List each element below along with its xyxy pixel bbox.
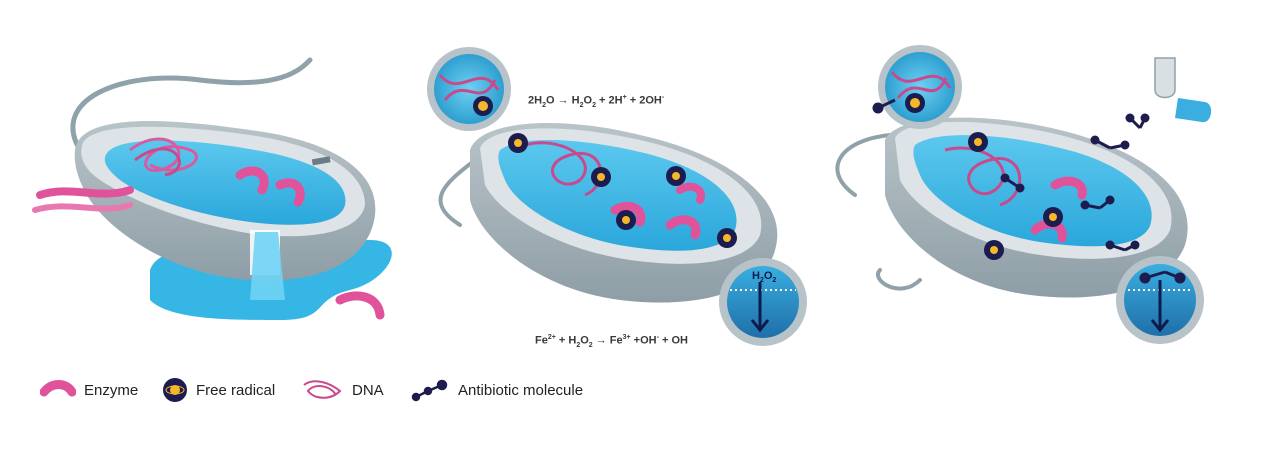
free-radical — [508, 133, 528, 153]
enzyme — [340, 296, 380, 315]
legend-free-radical: Free radical — [162, 376, 275, 404]
legend-enzyme: Enzyme — [40, 376, 138, 404]
flagellum — [441, 160, 475, 225]
enzyme — [35, 205, 130, 210]
membrane-inset — [1116, 256, 1204, 344]
inset-label-h2o2: H2O2 — [752, 270, 776, 284]
capsule-icon — [1155, 58, 1211, 122]
antibiotic-molecule — [1127, 115, 1148, 128]
antibiotic-molecule-icon — [410, 377, 450, 403]
enzyme — [40, 190, 130, 195]
equation-water: 2H2O → H2O2 + 2H+ + 2OH- — [528, 94, 664, 109]
legend-label: Antibiotic molecule — [458, 382, 583, 399]
equation-fenton: Fe2+ + H2O2 → Fe3+ +OH- + OH — [535, 334, 688, 349]
flagellum — [837, 135, 890, 195]
legend-dna: DNA — [300, 376, 384, 404]
dna-damage-inset — [427, 47, 511, 131]
free-radical — [1043, 207, 1063, 227]
free-radical — [591, 167, 611, 187]
dna-icon — [300, 377, 344, 403]
enzyme-icon — [40, 378, 76, 402]
dna-damage-inset — [874, 45, 962, 129]
free-radical — [717, 228, 737, 248]
free-radical — [968, 132, 988, 152]
flagellum — [878, 270, 920, 289]
free-radical — [984, 240, 1004, 260]
cell-3-antibiotic — [837, 45, 1211, 344]
legend-antibiotic: Antibiotic molecule — [410, 376, 583, 404]
cell-1-lysed — [35, 60, 392, 320]
free-radical — [616, 210, 636, 230]
free-radical-icon — [162, 377, 188, 403]
legend-label: Free radical — [196, 382, 275, 399]
free-radical — [666, 166, 686, 186]
cell-2-radicals — [427, 47, 807, 346]
legend-label: DNA — [352, 382, 384, 399]
legend-label: Enzyme — [84, 382, 138, 399]
